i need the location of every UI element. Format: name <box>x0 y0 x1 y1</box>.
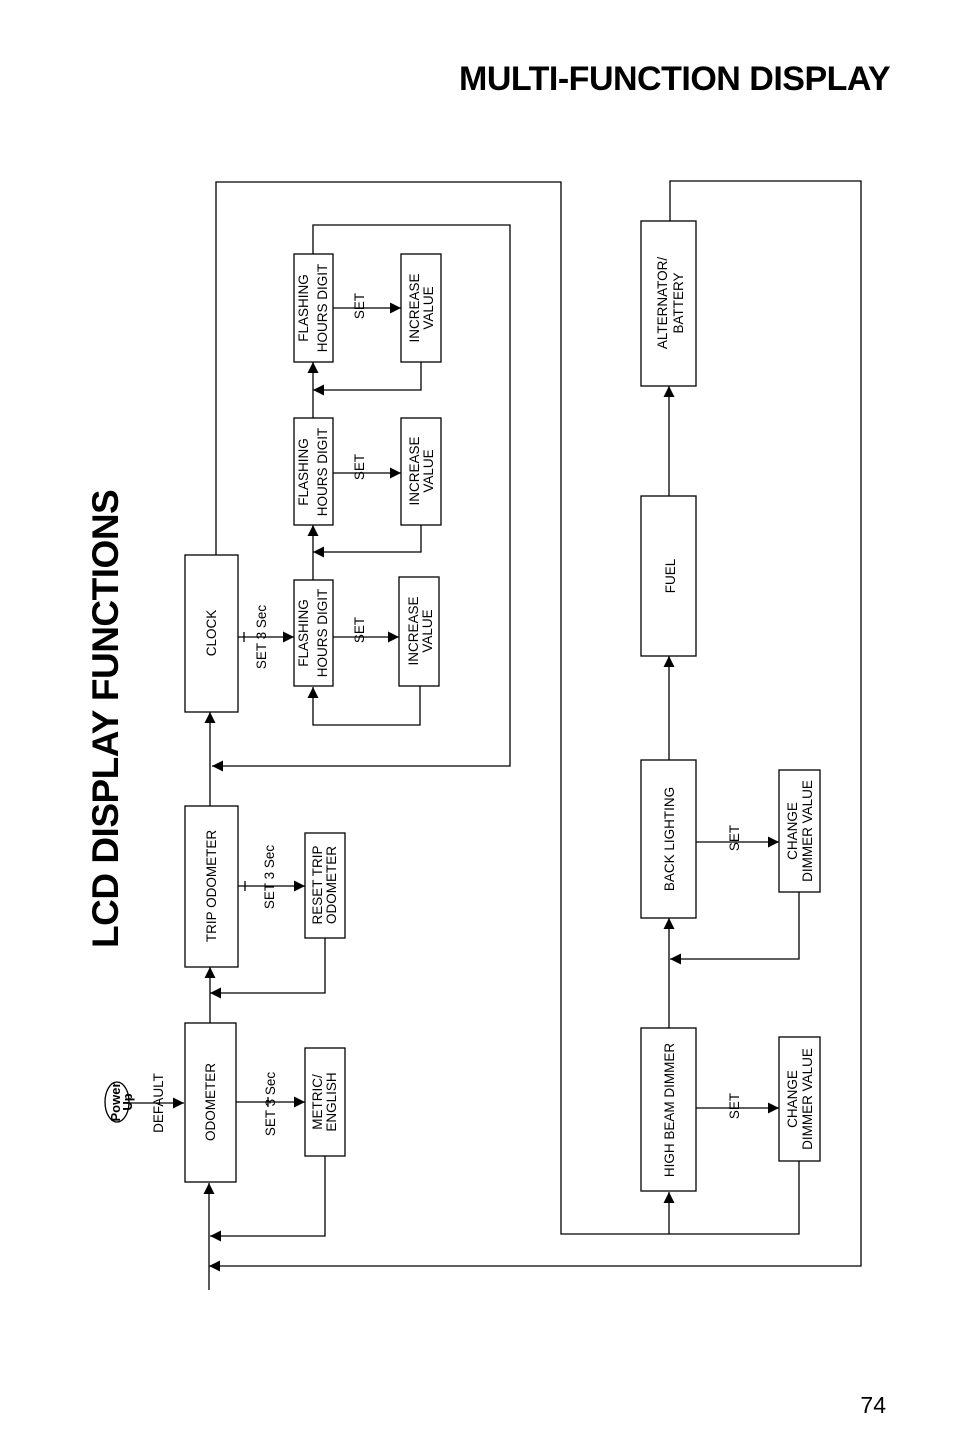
metric-return-line <box>210 1156 326 1242</box>
clock-done-return <box>212 224 511 772</box>
metric-english-label-1: METRIC/ <box>310 1074 325 1130</box>
reset-trip-box: RESET TRIP ODOMETER <box>304 832 346 939</box>
page-number: 74 <box>860 1392 886 1418</box>
alternator-label-2: BATTERY <box>671 272 686 333</box>
flash-3-set-label: SET <box>352 293 367 319</box>
flashing-hours-1-line-2: HOURS DIGIT <box>315 589 330 678</box>
flashing-hours-3-line-2: HOURS DIGIT <box>315 264 330 353</box>
default-label: DEFAULT <box>151 1073 166 1133</box>
back-lighting-label: BACK LIGHTING <box>662 787 677 891</box>
high-beam-dimmer-box: HIGH BEAM DIMMER <box>640 1027 697 1192</box>
increase-value-1-line-1: INCREASE <box>406 596 421 665</box>
flashing-hours-3-line-1: FLASHING <box>296 274 311 342</box>
odometer-set-label: SET 3 Sec <box>263 1072 278 1137</box>
change-dimmer-1-return <box>669 1161 800 1235</box>
increase-value-1-line-2: VALUE <box>420 609 435 652</box>
page-header: MULTI-FUNCTION DISPLAY <box>459 60 890 98</box>
increase-value-2-line-2: VALUE <box>421 449 436 492</box>
increase-value-3-line-1: INCREASE <box>407 273 422 342</box>
odometer-label: ODOMETER <box>203 1063 218 1141</box>
increase-value-box-1: INCREASE VALUE <box>398 576 440 687</box>
alternator-battery-box: ALTERNATOR/ BATTERY <box>640 220 697 387</box>
high-beam-dimmer-label: HIGH BEAM DIMMER <box>662 1043 677 1178</box>
increase-value-3-line-2: VALUE <box>421 286 436 329</box>
flash-1-set-label: SET <box>352 617 367 643</box>
clock-set-label: SET 3 Sec <box>254 605 269 670</box>
change-dimmer-box-1: CHANGE DIMMER VALUE <box>778 1036 821 1162</box>
reset-return-line <box>210 938 326 999</box>
trip-set-label: SET 3 Sec <box>262 845 277 910</box>
clock-box: CLOCK <box>184 554 239 713</box>
flashing-hours-2-line-2: HOURS DIGIT <box>315 428 330 517</box>
reset-trip-label-2: ODOMETER <box>324 846 339 924</box>
flashing-hours-box-1: FLASHING HOURS DIGIT <box>293 579 334 687</box>
power-up-label-1: Power <box>108 1082 123 1121</box>
increase-1-return <box>307 686 421 726</box>
change-dimmer-2-line-1: CHANGE <box>785 802 800 860</box>
increase-value-2-line-1: INCREASE <box>407 436 422 505</box>
change-dimmer-2-return <box>670 892 800 965</box>
power-up-label-2: Up <box>120 1093 135 1110</box>
increase-value-box-2: INCREASE VALUE <box>400 417 442 526</box>
alternator-label-1: ALTERNATOR/ <box>655 257 670 350</box>
reset-trip-label-1: RESET TRIP <box>310 845 325 924</box>
power-up-badge: Power Up <box>104 1081 135 1123</box>
change-dimmer-1-line-1: CHANGE <box>785 1070 800 1128</box>
metric-english-label-2: ENGLISH <box>324 1072 339 1131</box>
flashing-hours-box-3: FLASHING HOURS DIGIT <box>293 253 334 363</box>
back-lighting-set-label: SET <box>727 825 742 851</box>
fuel-label: FUEL <box>663 558 678 593</box>
change-dimmer-1-line-2: DIMMER VALUE <box>800 1048 815 1150</box>
metric-english-box: METRIC/ ENGLISH <box>304 1047 346 1157</box>
alternator-return-loop <box>209 180 862 1272</box>
increase-2-return <box>313 525 422 558</box>
high-beam-set-label: SET <box>727 1093 742 1119</box>
diagram-title: LCD DISPLAY FUNCTIONS <box>85 490 126 948</box>
fuel-box: FUEL <box>640 495 697 657</box>
increase-3-return <box>313 362 422 396</box>
flashing-hours-box-2: FLASHING HOURS DIGIT <box>293 417 334 526</box>
change-dimmer-box-2: CHANGE DIMMER VALUE <box>778 769 821 893</box>
clock-label: CLOCK <box>204 610 219 657</box>
flashing-hours-2-line-1: FLASHING <box>296 438 311 506</box>
flash-2-set-label: SET <box>352 454 367 480</box>
change-dimmer-2-line-2: DIMMER VALUE <box>800 780 815 882</box>
trip-odometer-box: TRIP ODOMETER <box>184 805 239 968</box>
flashing-hours-1-line-1: FLASHING <box>296 599 311 667</box>
increase-value-box-3: INCREASE VALUE <box>400 253 442 363</box>
trip-odometer-label: TRIP ODOMETER <box>204 830 219 943</box>
clock-to-high-beam-line <box>215 181 669 1235</box>
odometer-box: ODOMETER <box>184 1022 237 1183</box>
back-lighting-box: BACK LIGHTING <box>640 759 697 919</box>
